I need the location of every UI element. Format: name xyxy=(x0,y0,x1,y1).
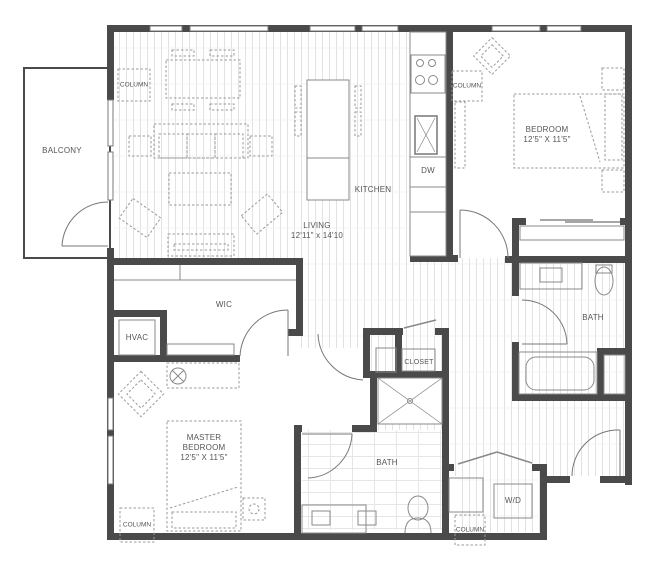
wic-fixtures xyxy=(114,265,364,381)
bedroom-name: BEDROOM xyxy=(525,125,569,134)
room-label-living: LIVING 12'11" x 14'10 xyxy=(291,221,343,241)
column-label: COLUMN xyxy=(119,81,149,89)
appliance-label-washer-dryer: W/D xyxy=(504,496,522,505)
master-bedroom-dimensions: 12'5" X 11'5" xyxy=(180,453,228,462)
appliance-label-dishwasher: DW xyxy=(421,166,435,175)
column-label: COLUMN xyxy=(455,526,485,534)
master-bedroom-name-line2: BEDROOM xyxy=(182,443,226,452)
master-bedroom-name-line1: MASTER xyxy=(186,433,222,442)
room-label-hvac: HVAC xyxy=(125,333,149,342)
kitchen xyxy=(294,31,447,257)
column-label: COLUMN xyxy=(122,521,152,529)
living-name: LIVING xyxy=(303,221,331,230)
room-label-master-bedroom: MASTER BEDROOM 12'5" X 11'5" xyxy=(180,433,227,463)
floor-finishes xyxy=(114,32,626,532)
living-furniture xyxy=(118,49,284,257)
living-dimensions: 12'11" x 14'10 xyxy=(290,231,344,240)
columns xyxy=(117,68,486,546)
room-label-bedroom: BEDROOM 12'5" X 11'5" xyxy=(523,125,570,145)
bath-fixtures xyxy=(518,262,626,477)
walls xyxy=(107,25,632,540)
room-label-wic: WIC xyxy=(215,300,233,309)
balcony xyxy=(23,67,111,259)
bedroom-dimensions: 12'5" X 11'5" xyxy=(523,135,571,144)
room-label-kitchen: KITCHEN xyxy=(354,185,392,194)
bedroom-furniture xyxy=(454,36,625,259)
windows xyxy=(107,25,582,485)
room-label-master-bath: BATH xyxy=(376,458,398,467)
master-bath-fixtures xyxy=(301,319,443,534)
column-label: COLUMN xyxy=(452,82,482,90)
room-label-balcony: BALCONY xyxy=(42,146,82,155)
room-label-bath: BATH xyxy=(582,313,604,322)
laundry-fixtures xyxy=(448,451,533,519)
room-label-closet: CLOSET xyxy=(404,359,434,366)
master-bedroom-furniture xyxy=(117,362,266,532)
